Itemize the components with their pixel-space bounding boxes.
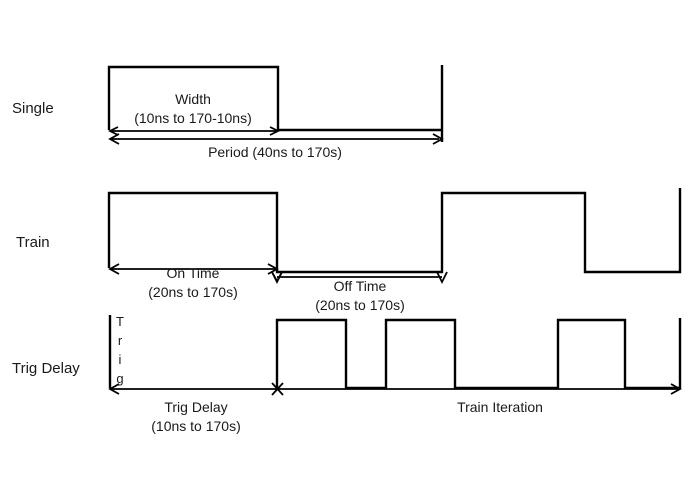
width-arrow-right	[269, 126, 281, 136]
dimension-line-period	[108, 133, 444, 145]
off-time-arrow-right-down	[436, 271, 448, 285]
trig-delay-pulse-train-trace	[275, 318, 680, 390]
annotation-trig-delay-line2: (10ns to 170s)	[151, 418, 241, 434]
train-pulse-trace	[107, 188, 682, 274]
on-time-arrow-left	[108, 263, 120, 275]
trig-delay-cross-b	[271, 382, 284, 396]
row-label-train: Train	[16, 234, 50, 251]
train-iteration-arrow-right	[670, 383, 682, 395]
annotation-off-time-line1: Off Time	[334, 278, 387, 294]
annotation-width-line2: (10ns to 170-10ns)	[134, 110, 252, 126]
dimension-line-trig-delay	[108, 382, 284, 396]
annotation-width-line1: Width	[175, 91, 211, 107]
annotation-on-time-line1: On Time	[167, 265, 220, 281]
trig-delay-arrow-left	[108, 383, 120, 395]
off-time-arrow-left-down	[271, 271, 283, 285]
waveform-trig-delay	[108, 315, 682, 390]
width-arrow-left	[107, 126, 119, 136]
trig-letter-0: T	[116, 314, 124, 329]
period-arrow-right	[432, 133, 444, 145]
trig-letter-1: r	[118, 333, 123, 348]
waveform-train	[107, 188, 682, 274]
dimension-line-off-time	[271, 271, 448, 285]
period-arrow-left	[108, 133, 120, 145]
row-label-single: Single	[12, 100, 54, 117]
single-pulse-trace	[107, 65, 442, 132]
annotation-train-iteration: Train Iteration	[457, 399, 543, 415]
waveform-single	[107, 65, 444, 142]
row-label-trig-delay: Trig Delay	[12, 360, 80, 377]
annotation-on-time-line2: (20ns to 170s)	[148, 284, 238, 300]
dimension-line-width	[107, 126, 281, 136]
on-time-arrow-right	[267, 263, 279, 275]
trig-letter-3: g	[116, 371, 123, 386]
annotation-off-time-line2: (20ns to 170s)	[315, 297, 405, 313]
annotation-trig-delay-line1: Trig Delay	[164, 399, 227, 415]
annotation-period: Period (40ns to 170s)	[208, 144, 342, 160]
dimension-line-train-iteration	[278, 383, 682, 395]
trig-marker-label: T r i g	[116, 314, 124, 386]
trig-letter-2: i	[119, 352, 122, 367]
